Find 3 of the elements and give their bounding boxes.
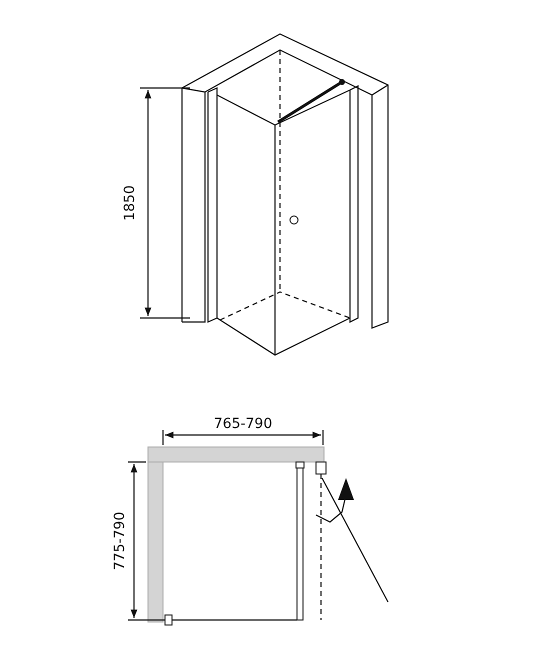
dimension-label: 765-790 bbox=[214, 417, 272, 431]
dimension-label: 1850 bbox=[123, 185, 137, 221]
dimension-label: 775-790 bbox=[113, 512, 127, 570]
